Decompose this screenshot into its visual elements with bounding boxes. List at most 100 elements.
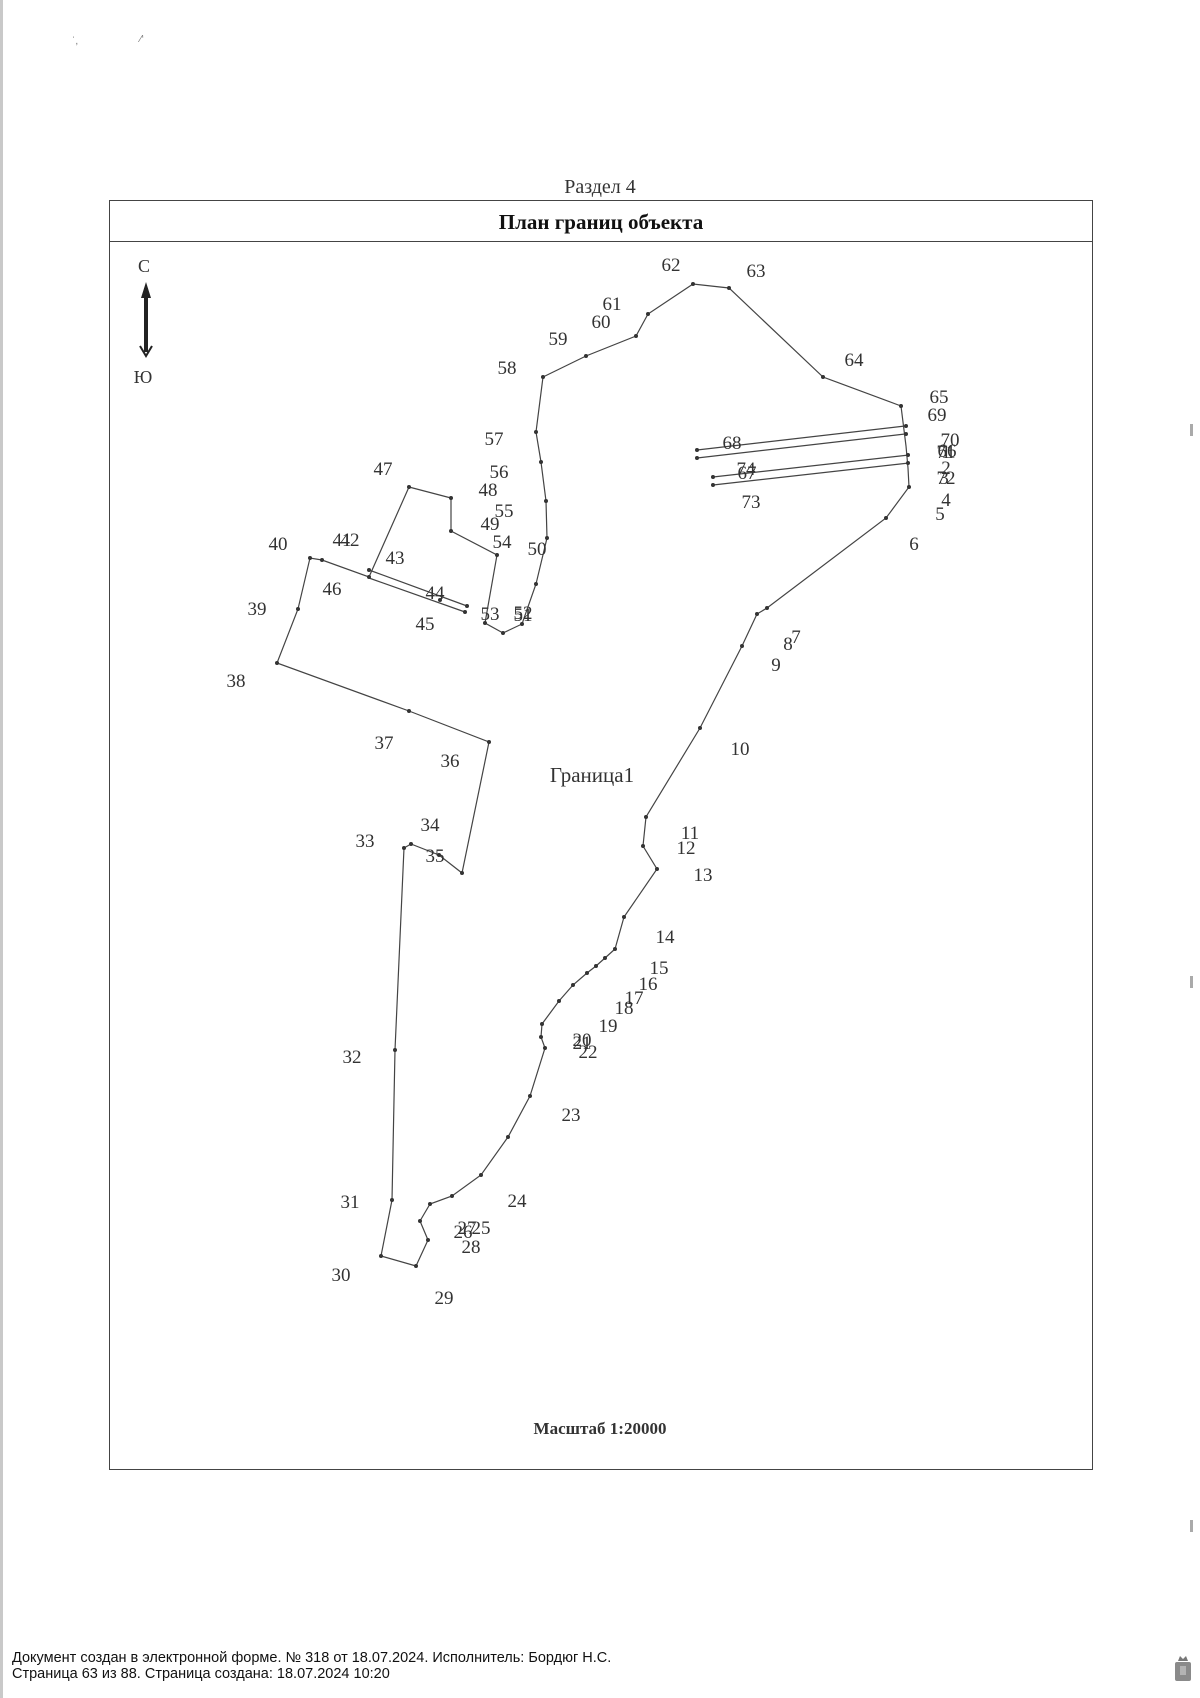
point-label: 31 (341, 1192, 360, 1213)
point-label: 71 (937, 442, 956, 463)
vertex-marker (534, 430, 538, 434)
vertex-marker (906, 461, 910, 465)
vertex-marker (463, 610, 467, 614)
vertex-marker (821, 375, 825, 379)
vertex-marker (449, 529, 453, 533)
point-label: 5 (935, 504, 945, 525)
point-label: 55 (495, 501, 514, 522)
vertex-marker (437, 853, 441, 857)
point-label: 64 (845, 350, 865, 371)
vertex-marker (899, 404, 903, 408)
point-label: 23 (562, 1105, 581, 1126)
point-label: 1 (941, 442, 951, 463)
point-label: 54 (493, 532, 513, 553)
point-label: 50 (528, 539, 547, 560)
point-label: 63 (747, 261, 766, 282)
vertex-marker (501, 631, 505, 635)
vertex-marker (543, 1046, 547, 1050)
vertex-marker (275, 661, 279, 665)
point-label: 22 (579, 1042, 598, 1063)
point-label: 40 (269, 534, 288, 555)
inner-boundary-lines (368, 425, 910, 613)
point-label: 6 (909, 534, 919, 555)
point-label: 10 (731, 739, 750, 760)
vertex-marker (308, 556, 312, 560)
scan-artifact: ˈ, (72, 36, 79, 47)
vertex-marker (584, 354, 588, 358)
point-label: 49 (481, 514, 500, 535)
point-label: 53 (481, 604, 500, 625)
vertex-marker (755, 612, 759, 616)
point-label: 34 (421, 815, 441, 836)
vertex-marker (495, 553, 499, 557)
point-label: 18 (615, 998, 634, 1019)
vertex-marker (479, 1173, 483, 1177)
point-label: 36 (441, 751, 460, 772)
point-label: 68 (723, 433, 742, 454)
vertex-marker (487, 740, 491, 744)
point-label: 52 (514, 603, 533, 624)
point-label: 66 (938, 441, 957, 462)
point-label: 28 (462, 1237, 481, 1258)
vertex-marker (727, 286, 731, 290)
vertex-marker (483, 621, 487, 625)
point-label: 24 (508, 1191, 528, 1212)
scan-artifact (1190, 424, 1193, 436)
point-label: 45 (416, 614, 435, 635)
vertex-marker (393, 1048, 397, 1052)
point-label: 35 (426, 846, 445, 867)
vertex-marker (884, 516, 888, 520)
boundary-outline (276, 283, 910, 1267)
point-label: 60 (592, 312, 611, 333)
point-label: 69 (928, 405, 947, 426)
vertex-marker (296, 607, 300, 611)
vertex-marker (418, 1219, 422, 1223)
point-label: 9 (771, 655, 781, 676)
vertex-marker (402, 846, 406, 850)
point-label: 65 (930, 387, 949, 408)
point-label: 44 (426, 583, 446, 604)
vertex-marker (460, 871, 464, 875)
vertex-marker (644, 815, 648, 819)
point-label: 16 (639, 974, 658, 995)
point-label: 27 (458, 1218, 477, 1239)
vertex-marker (698, 726, 702, 730)
vertex-marker (906, 453, 910, 457)
point-label: 26 (454, 1222, 473, 1243)
vertex-marker (765, 606, 769, 610)
point-label: 29 (435, 1288, 454, 1309)
vertex-marker (904, 424, 908, 428)
vertex-marker (545, 536, 549, 540)
scale-label: Масштаб 1:20000 (533, 1419, 667, 1438)
point-label: 32 (343, 1047, 362, 1068)
vertex-marker (390, 1198, 394, 1202)
scan-left-edge (0, 0, 3, 1698)
vertex-marker (613, 947, 617, 951)
vertex-marker (528, 1094, 532, 1098)
point-label: 11 (681, 823, 699, 844)
vertex-marker (541, 375, 545, 379)
point-label: 12 (677, 838, 696, 859)
point-label: 72 (937, 468, 956, 489)
vertex-marker (465, 604, 469, 608)
vertex-marker (622, 915, 626, 919)
vertex-marker (367, 568, 371, 572)
point-label: 48 (479, 480, 498, 501)
vertex-marker (320, 558, 324, 562)
point-label: 39 (248, 599, 267, 620)
point-label: 47 (374, 459, 393, 480)
document-footer: Документ создан в электронной форме. № 3… (12, 1650, 611, 1682)
point-label: 8 (783, 634, 793, 655)
emblem-icon (1175, 1656, 1191, 1681)
scan-artifact (1190, 976, 1193, 988)
vertex-marker (407, 485, 411, 489)
plan-frame: План границ объекта (109, 200, 1093, 1470)
point-label: 41 (333, 530, 352, 551)
point-label: 62 (662, 255, 681, 276)
point-label: 67 (738, 463, 757, 484)
vertex-marker (634, 334, 638, 338)
point-label: 7 (791, 627, 801, 648)
point-label: 51 (514, 605, 533, 626)
point-label: 56 (490, 462, 509, 483)
